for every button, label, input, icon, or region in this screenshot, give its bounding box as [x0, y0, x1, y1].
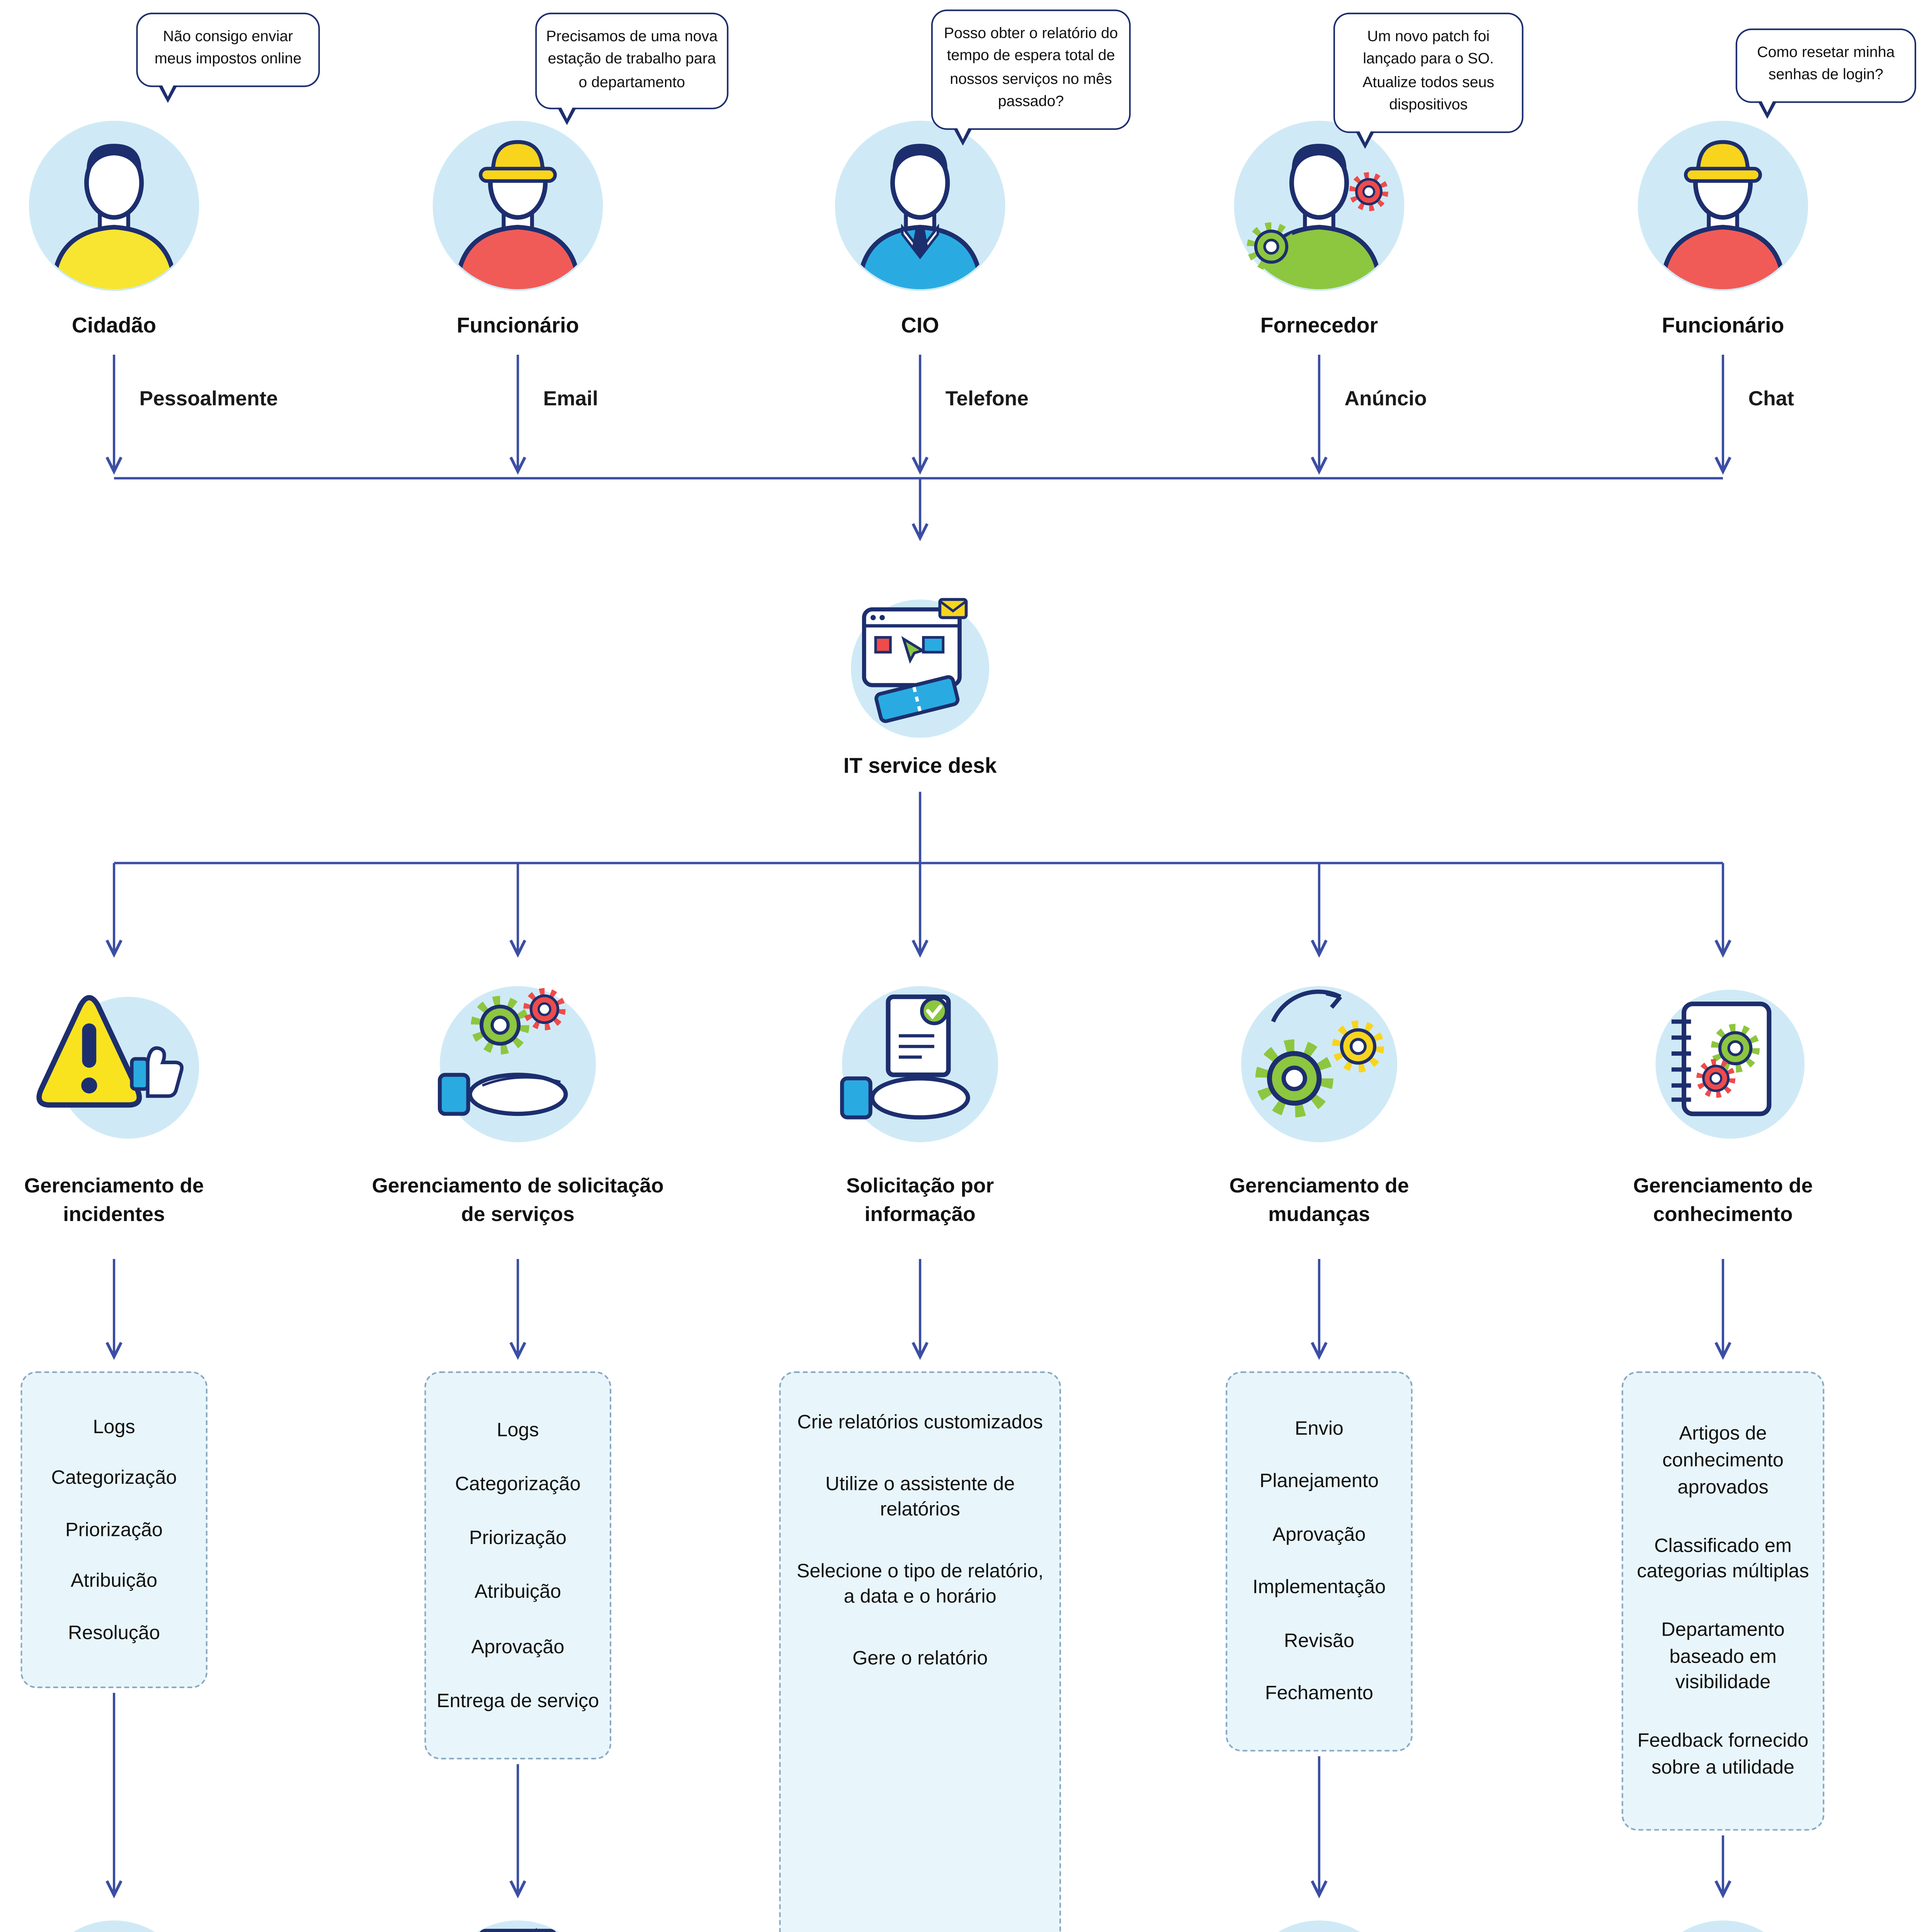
- persona-name: CIO: [901, 313, 939, 337]
- knowledge-management-icon: [1655, 990, 1805, 1139]
- step-item: Aprovação: [471, 1635, 565, 1657]
- step-item: Departamento baseado em visibilidade: [1661, 1619, 1785, 1694]
- branch-arrows: [105, 792, 1731, 958]
- steps-box: Crie relatórios customizados Utilize o a…: [779, 1371, 1061, 1932]
- vendor-avatar-icon: [1234, 121, 1405, 291]
- channel-label: Telefone: [945, 386, 1029, 410]
- branch-title: Gerenciamento de incidentes: [24, 1173, 204, 1225]
- branch-title: Gerenciamento de mudanças: [1229, 1173, 1409, 1225]
- change-management-icon: [1241, 986, 1397, 1143]
- channel-label: Email: [543, 386, 598, 410]
- speech-bubble: Não consigo enviar meus impostos online: [136, 12, 320, 102]
- employee-avatar-icon: [432, 121, 603, 291]
- channel-label: Chat: [1748, 386, 1794, 410]
- speech-bubble: Precisamos de uma nova estação de trabal…: [535, 12, 729, 126]
- step-item: Logs: [93, 1415, 135, 1438]
- hub-label: IT service desk: [843, 753, 997, 778]
- title-to-box-arrows: [105, 1259, 1731, 1360]
- branch-title: Gerenciamento de conhecimento: [1633, 1173, 1813, 1225]
- persona-name: Fornecedor: [1260, 313, 1378, 337]
- step-item: Crie relatórios customizados: [797, 1411, 1043, 1434]
- step-item: Logs: [497, 1418, 539, 1440]
- step-item: Selecione o tipo de relatório, a data e …: [796, 1559, 1044, 1608]
- step-item: Feedback fornecido sobre a utilidade: [1637, 1730, 1809, 1779]
- self-service-integrations-icon: [1682, 1920, 1764, 1932]
- step-item: Aprovação: [1272, 1523, 1366, 1546]
- information-request-icon: [840, 986, 998, 1143]
- citizen-avatar-icon: [29, 121, 199, 291]
- step-item: Utilize o assistente de relatórios: [825, 1472, 1015, 1521]
- step-item: Envio: [1294, 1417, 1344, 1440]
- it-service-desk-icon: [851, 598, 990, 738]
- employee-avatar-icon: [1638, 121, 1808, 291]
- channel-label: Pessoalmente: [139, 386, 278, 410]
- channel-arrows: [105, 355, 1731, 541]
- step-item: Priorização: [65, 1518, 163, 1541]
- step-item: Entrega de serviço: [437, 1689, 599, 1712]
- step-item: Resolução: [68, 1621, 160, 1643]
- persona-name: Funcionário: [1662, 313, 1784, 337]
- step-item: Artigos de conhecimento aprovados: [1662, 1422, 1784, 1498]
- step-item: Atribuição: [474, 1581, 561, 1603]
- steps-box: Artigos de conhecimento aprovados Classi…: [1621, 1371, 1825, 1831]
- incident-management-icon: [36, 995, 199, 1139]
- step-item: Priorização: [469, 1527, 567, 1549]
- cio-avatar-icon: [835, 121, 1005, 291]
- project-management-icon: [1278, 1920, 1360, 1932]
- branch-title: Gerenciamento de solicitação de serviços: [372, 1173, 664, 1225]
- speech-bubble: Posso obter o relatório do tempo de espe…: [931, 9, 1131, 145]
- service-request-icon: [438, 986, 596, 1143]
- step-item: Atribuição: [71, 1569, 158, 1592]
- problem-management-icon: [73, 1920, 155, 1932]
- step-item: Planejamento: [1259, 1470, 1379, 1493]
- purchases-contracts-icon: $: [477, 1920, 559, 1932]
- step-item: Implementação: [1252, 1576, 1386, 1599]
- step-item: Categorização: [455, 1472, 581, 1495]
- step-item: Categorização: [51, 1467, 177, 1489]
- persona-name: Funcionário: [456, 313, 579, 337]
- steps-box: Logs Categorização Priorização Atribuiçã…: [20, 1371, 207, 1688]
- speech-bubble: Um novo patch foi lançado para o SO. Atu…: [1333, 12, 1524, 148]
- steps-box: Envio Planejamento Aprovação Implementaç…: [1226, 1371, 1413, 1752]
- step-item: Classificado em categorias múltiplas: [1637, 1534, 1809, 1583]
- persona-name: Cidadão: [71, 313, 156, 337]
- channel-label: Anúncio: [1344, 386, 1427, 410]
- branch-title: Solicitação por informação: [846, 1173, 994, 1225]
- speech-bubble: Como resetar minha senhas de login?: [1735, 28, 1917, 118]
- steps-box: Logs Categorização Priorização Atribuiçã…: [424, 1371, 611, 1760]
- step-item: Revisão: [1284, 1629, 1354, 1652]
- step-item: Gere o relatório: [852, 1647, 988, 1669]
- step-item: Fechamento: [1265, 1682, 1373, 1705]
